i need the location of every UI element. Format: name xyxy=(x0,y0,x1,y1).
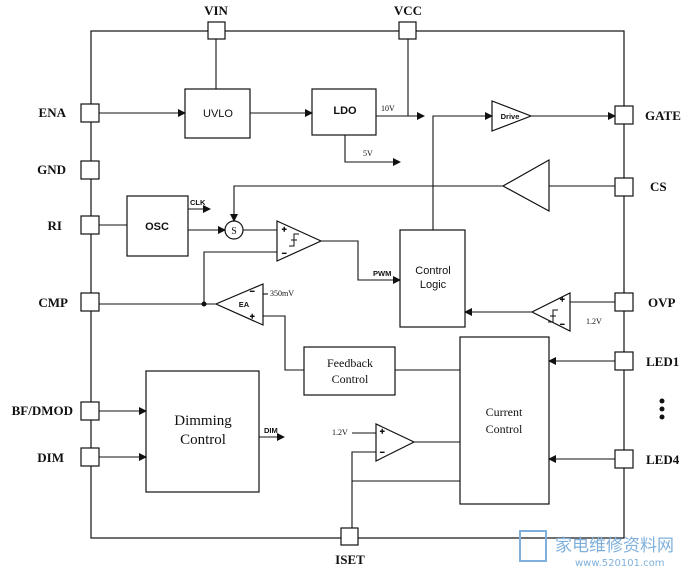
clk-label: CLK xyxy=(190,198,206,207)
svg-text:家电维修资料网: 家电维修资料网 xyxy=(555,536,674,556)
svg-text:−: − xyxy=(560,320,565,329)
pin-ovp-label: OVP xyxy=(648,295,676,310)
pin-ovp-box xyxy=(614,292,634,312)
feedback-control-block xyxy=(303,346,396,396)
pwm-label: PWM xyxy=(373,269,391,278)
control-logic-label-2: Logic xyxy=(420,279,447,291)
ref-350mv-label: 350mV xyxy=(270,289,294,298)
svg-text:+: + xyxy=(560,295,565,304)
feedback-control-label-1: Feedback xyxy=(327,356,373,370)
pin-bfdmod-box xyxy=(80,401,100,421)
pin-ri-box xyxy=(80,215,100,235)
svg-text:−: − xyxy=(282,249,287,258)
svg-text:−: − xyxy=(380,448,385,457)
led-ellipsis xyxy=(659,398,665,420)
osc-block xyxy=(126,195,189,257)
feedback-control-label-2: Control xyxy=(332,372,369,386)
sum-label: S xyxy=(231,226,237,237)
ldo-10v-label: 10V xyxy=(381,104,395,113)
pin-dim-label: DIM xyxy=(37,450,64,465)
watermark: 家电维修资料网 www.520101.com xyxy=(519,530,674,569)
current-control-block xyxy=(459,336,550,505)
pin-bfdmod-label: BF/DMOD xyxy=(12,403,73,418)
ovp-ref-label: 1.2V xyxy=(586,317,602,326)
pin-gnd-label: GND xyxy=(37,162,66,177)
pin-ena-label: ENA xyxy=(39,105,67,120)
drive-label: Drive xyxy=(501,112,520,121)
osc-label: OSC xyxy=(145,221,169,233)
pin-cs-label: CS xyxy=(650,179,667,194)
ea-label: EA xyxy=(239,300,250,309)
pin-cmp-label: CMP xyxy=(38,295,68,310)
svg-text:www.520101.com: www.520101.com xyxy=(575,558,665,569)
pin-iset-box xyxy=(340,527,359,546)
cs-amplifier xyxy=(501,158,550,213)
pin-cmp-box xyxy=(80,292,100,312)
uvlo-block xyxy=(184,88,251,139)
pin-ena-box xyxy=(80,103,100,123)
pin-cs-box xyxy=(614,177,634,197)
pwm-comparator xyxy=(276,220,323,262)
dimming-control-label-2: Control xyxy=(180,432,226,448)
pin-vcc-label: VCC xyxy=(394,3,422,18)
svg-text:+: + xyxy=(380,427,385,436)
pin-ri-label: RI xyxy=(48,218,62,233)
pin-gnd-box xyxy=(80,160,100,180)
dimming-control-label-1: Dimming xyxy=(174,413,232,429)
pin-gate-box xyxy=(614,105,634,125)
pin-gate-label: GATE xyxy=(645,108,681,123)
pin-led1-label: LED1 xyxy=(646,354,679,369)
svg-text:+: + xyxy=(250,312,255,321)
pin-vin-box xyxy=(207,21,226,40)
control-logic-label-1: Control xyxy=(415,265,450,277)
pin-vcc-box xyxy=(398,21,417,40)
current-control-label-1: Current xyxy=(486,405,523,419)
pin-vin-label: VIN xyxy=(204,3,228,18)
pin-dim-box xyxy=(80,447,100,467)
uvlo-label: UVLO xyxy=(203,108,233,120)
svg-text:+: + xyxy=(282,225,287,234)
dim-signal-label: DIM xyxy=(264,426,278,435)
ldo-block xyxy=(311,88,377,136)
dimming-control-block xyxy=(145,370,260,493)
pin-led4-box xyxy=(614,449,634,469)
current-control-label-2: Control xyxy=(486,422,523,436)
ldo-5v-label: 5V xyxy=(363,149,373,158)
ldo-label: LDO xyxy=(333,105,357,117)
iset-amplifier xyxy=(375,423,416,462)
error-amplifier xyxy=(214,283,264,326)
svg-text:−: − xyxy=(250,287,255,296)
pin-iset-label: ISET xyxy=(335,552,365,567)
pin-led1-box xyxy=(614,351,634,371)
iset-ref-label: 1.2V xyxy=(332,428,348,437)
pin-led4-label: LED4 xyxy=(646,452,680,467)
